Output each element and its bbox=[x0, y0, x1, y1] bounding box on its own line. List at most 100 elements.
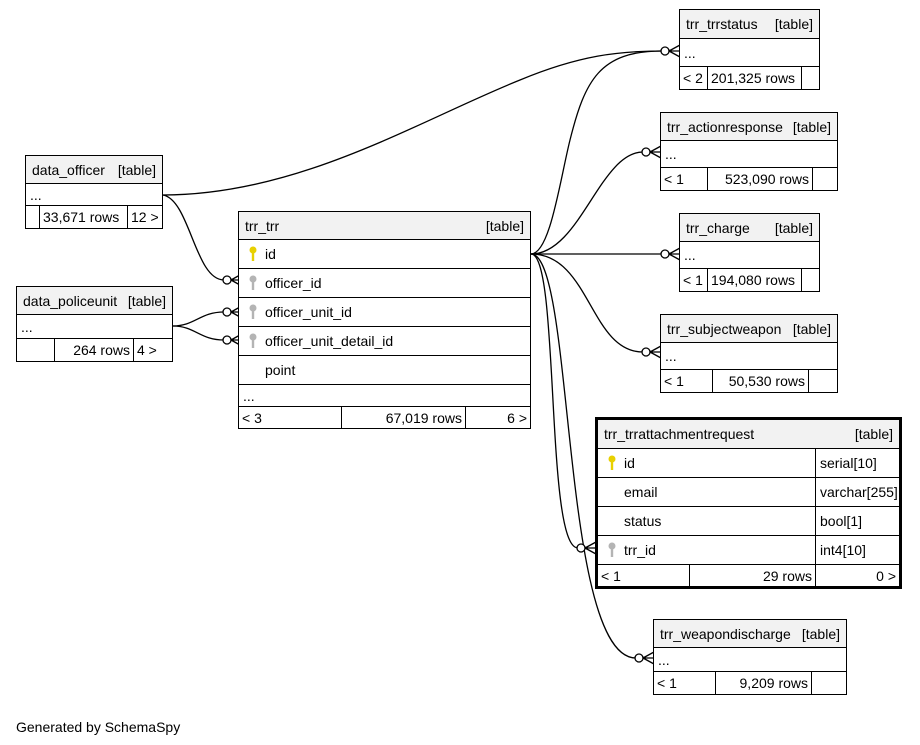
columns-ellipsis: ... bbox=[661, 343, 837, 370]
column-type: varchar[255] bbox=[820, 484, 898, 500]
primary-key-icon bbox=[249, 246, 257, 261]
table-header: trr_weapondischarge [table] bbox=[654, 620, 846, 648]
crows-foot-charge bbox=[660, 247, 681, 261]
column-name: id bbox=[265, 246, 276, 262]
columns-ellipsis: ... bbox=[680, 242, 819, 269]
table-trr-trrstatus[interactable]: trr_trrstatus [table] ... < 2 201,325 ro… bbox=[679, 9, 820, 90]
table-footer: 33,671 rows 12 > bbox=[26, 206, 162, 228]
rel-line-officer-trr bbox=[162, 194, 225, 281]
table-trr-charge[interactable]: trr_charge [table] ... < 1 194,080 rows bbox=[679, 213, 820, 292]
table-name: data_policeunit bbox=[23, 292, 118, 309]
table-footer: < 1 29 rows 0 > bbox=[598, 565, 899, 586]
parents-count: < 3 bbox=[239, 407, 342, 428]
column-row[interactable]: status bool[1] bbox=[598, 507, 899, 536]
children-count bbox=[813, 168, 837, 190]
table-data-policeunit[interactable]: data_policeunit [table] ... 264 rows 4 > bbox=[16, 286, 173, 362]
column-row[interactable]: id serial[10] bbox=[598, 449, 899, 478]
children-count bbox=[802, 67, 819, 89]
children-count: 12 > bbox=[131, 209, 159, 225]
rel-line-trrstatus bbox=[530, 50, 663, 255]
table-kind: [table] bbox=[801, 625, 840, 642]
children-count bbox=[812, 672, 846, 694]
column-row[interactable]: officer_id bbox=[239, 269, 530, 298]
rel-line-weapondischarge bbox=[530, 253, 637, 659]
generated-by-label: Generated by SchemaSpy bbox=[16, 719, 181, 735]
table-footer: < 2 201,325 rows bbox=[680, 67, 819, 89]
row-count: 201,325 rows bbox=[708, 67, 802, 89]
table-name: trr_trrattachmentrequest bbox=[604, 426, 755, 442]
table-trr-weapondischarge[interactable]: trr_weapondischarge [table] ... < 1 9,20… bbox=[653, 619, 847, 695]
table-footer: < 1 50,530 rows bbox=[661, 370, 837, 392]
column-row[interactable]: email varchar[255] bbox=[598, 478, 899, 507]
table-kind: [table] bbox=[774, 16, 813, 32]
table-kind: [table] bbox=[792, 320, 831, 337]
children-count: 4 > bbox=[137, 342, 157, 358]
crows-foot-weapondischarge bbox=[634, 651, 655, 665]
parents-count: < 1 bbox=[598, 565, 690, 586]
rel-line-attachment bbox=[530, 253, 579, 549]
columns-ellipsis: ... bbox=[17, 315, 172, 339]
foreign-key-icon bbox=[608, 542, 616, 557]
column-name: trr_id bbox=[624, 542, 656, 558]
table-footer: 264 rows 4 > bbox=[17, 339, 172, 361]
column-row[interactable]: id bbox=[239, 240, 530, 269]
table-footer: < 3 67,019 rows 6 > bbox=[239, 407, 530, 428]
column-type: bool[1] bbox=[820, 513, 863, 529]
column-name: point bbox=[265, 362, 296, 378]
rel-line-subjectweapon bbox=[530, 253, 644, 353]
column-type: int4[10] bbox=[820, 542, 866, 558]
table-name: data_officer bbox=[32, 161, 105, 178]
table-header: trr_charge [table] bbox=[680, 214, 819, 242]
column-row[interactable]: point bbox=[239, 356, 530, 385]
table-header: trr_trrattachmentrequest [table] bbox=[598, 420, 899, 449]
column-name: status bbox=[624, 513, 662, 529]
column-name: officer_unit_id bbox=[265, 304, 352, 320]
row-count: 194,080 rows bbox=[708, 269, 802, 291]
table-trr-trrattachmentrequest[interactable]: trr_trrattachmentrequest [table] id seri… bbox=[595, 417, 902, 589]
foreign-key-icon bbox=[249, 275, 257, 290]
table-name: trr_trr bbox=[245, 217, 280, 234]
column-type: serial[10] bbox=[820, 455, 877, 471]
table-name: trr_charge bbox=[686, 219, 750, 236]
row-count: 264 rows bbox=[55, 339, 134, 361]
row-count: 523,090 rows bbox=[708, 168, 813, 190]
table-header: trr_trr [table] bbox=[239, 212, 530, 240]
table-header: data_policeunit [table] bbox=[17, 287, 172, 315]
table-footer: < 1 194,080 rows bbox=[680, 269, 819, 291]
primary-key-icon bbox=[608, 455, 616, 470]
table-kind: [table] bbox=[792, 118, 831, 135]
parents-count: < 2 bbox=[680, 67, 708, 89]
table-name: trr_weapondischarge bbox=[660, 625, 791, 642]
table-name: trr_trrstatus bbox=[686, 16, 758, 32]
table-trr-subjectweapon[interactable]: trr_subjectweapon [table] ... < 1 50,530… bbox=[660, 314, 838, 393]
crows-foot-attachment bbox=[576, 541, 597, 555]
children-count bbox=[802, 269, 819, 291]
table-kind: [table] bbox=[485, 217, 524, 234]
table-kind: [table] bbox=[117, 161, 156, 178]
rel-line-unit-1 bbox=[172, 311, 225, 327]
column-name: officer_unit_detail_id bbox=[265, 333, 394, 349]
table-trr-actionresponse[interactable]: trr_actionresponse [table] ... < 1 523,0… bbox=[660, 112, 838, 191]
row-count: 50,530 rows bbox=[713, 370, 809, 392]
rel-line-officer-trrstatus bbox=[162, 50, 663, 196]
column-row[interactable]: officer_unit_detail_id bbox=[239, 327, 530, 356]
children-count: 6 > bbox=[507, 409, 527, 426]
children-count: 0 > bbox=[876, 567, 896, 584]
rel-line-unit-2 bbox=[172, 325, 225, 341]
row-count: 67,019 rows bbox=[342, 407, 466, 428]
column-row[interactable]: trr_id int4[10] bbox=[598, 536, 899, 565]
columns-ellipsis: ... bbox=[654, 648, 846, 672]
table-kind: [table] bbox=[854, 426, 893, 442]
table-trr-trr[interactable]: trr_trr [table] id officer_id officer_un… bbox=[238, 211, 531, 429]
table-kind: [table] bbox=[774, 219, 813, 236]
column-row[interactable]: officer_unit_id bbox=[239, 298, 530, 327]
parents-count: < 1 bbox=[680, 269, 708, 291]
parents-count bbox=[17, 339, 55, 361]
table-data-officer[interactable]: data_officer [table] ... 33,671 rows 12 … bbox=[25, 155, 163, 229]
table-footer: < 1 9,209 rows bbox=[654, 672, 846, 694]
crows-foot-actionresponse bbox=[641, 145, 662, 159]
table-header: trr_trrstatus [table] bbox=[680, 10, 819, 39]
row-count: 9,209 rows bbox=[716, 672, 812, 694]
columns-ellipsis: ... bbox=[26, 184, 162, 206]
